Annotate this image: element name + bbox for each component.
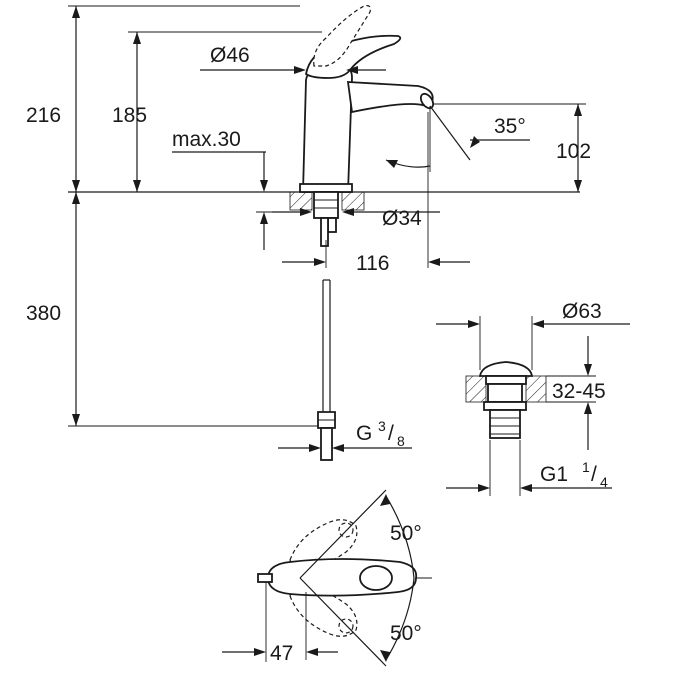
dim-63-arrow-right — [532, 320, 544, 328]
hose-end — [320, 427, 333, 461]
dim-47-arrow-left — [254, 648, 266, 656]
dim-47-arrow-right — [306, 648, 318, 656]
waste-slab-left — [465, 375, 487, 403]
dim-102-label: 102 — [556, 140, 591, 163]
waste-nut — [483, 401, 527, 411]
dim-g38-den: 8 — [397, 433, 405, 449]
dim-102-arrow-top — [574, 104, 582, 116]
waste-thread — [489, 409, 521, 439]
dim-3245-arrow-bottom — [584, 402, 592, 414]
dim-max30-arrow-top — [260, 180, 268, 192]
waste-flange — [485, 375, 527, 385]
dim-g38-label: G — [356, 422, 372, 445]
mounting-stud — [327, 217, 337, 233]
dim-46-arrow-left — [294, 66, 306, 74]
dim-50-upper-arc — [385, 495, 415, 579]
dim-185-label: 185 — [112, 104, 147, 127]
lever-grip — [359, 565, 393, 591]
dim-50-lower-label: 50° — [390, 622, 422, 645]
dim-3245-label: 32-45 — [552, 380, 606, 403]
dim-102-arrow-bottom — [574, 180, 582, 192]
dim-35-arrow — [470, 136, 480, 148]
dim-35-arc-arrow — [386, 160, 398, 168]
dim-g114-slash: / — [591, 463, 597, 486]
dim-g114-arrow-right — [520, 484, 532, 492]
dim-216-arrow-top — [72, 6, 80, 18]
dim-380-arrow-bottom — [72, 414, 80, 426]
shank — [313, 191, 339, 219]
dim-63-label: Ø63 — [562, 300, 602, 323]
dim-3245-arrow-top — [584, 364, 592, 376]
dim-216-arrow-bottom — [72, 180, 80, 192]
dim-216-label: 216 — [26, 104, 61, 127]
dim-116-label: 116 — [356, 252, 389, 275]
dim-g114-label: G1 — [540, 463, 568, 486]
dim-35-label: 35° — [494, 115, 526, 138]
dim-50-lower-arrow — [380, 650, 390, 662]
dim-g114-arrow-left — [478, 484, 490, 492]
dim-380-label: 380 — [26, 302, 61, 325]
counter-slab-right — [341, 191, 365, 211]
dim-g38-arrow-right — [332, 444, 344, 452]
dim-46-label: Ø46 — [210, 44, 250, 67]
dim-47-label: 47 — [270, 642, 293, 665]
dim-63-arrow-left — [468, 320, 480, 328]
hose-connector — [320, 217, 329, 247]
dim-116-arrow-right — [428, 258, 440, 266]
dim-46-arrow-right — [346, 66, 358, 74]
dim-185-arrow-bottom — [133, 180, 141, 192]
side-view: 216 185 Ø46 max.30 35° 102 — [26, 5, 591, 461]
faucet-base — [299, 183, 353, 193]
dim-g114-den: 4 — [600, 474, 608, 490]
dim-50-upper-arrow — [380, 494, 390, 506]
dim-34-arrow-left — [300, 208, 312, 216]
dim-50-upper-label: 50° — [390, 522, 422, 545]
top-view: 50° 50° 47 — [222, 489, 432, 667]
lever-top-view — [267, 558, 418, 597]
handle-lever-raised — [313, 5, 371, 67]
dim-g114-num: 1 — [582, 459, 590, 475]
waste-valve-view: Ø63 32-45 G1 1 / 4 — [436, 300, 630, 496]
dim-185-arrow-top — [133, 32, 141, 44]
counter-slab-left — [289, 191, 313, 211]
dim-g38-slash: / — [388, 422, 394, 445]
waste-body — [487, 383, 523, 403]
dim-380-arrow-top — [72, 192, 80, 204]
waste-plug-head — [478, 361, 534, 377]
faucet-body — [302, 65, 353, 193]
lever-stem — [257, 573, 273, 583]
waste-slab-right — [525, 375, 547, 403]
dim-35-ray — [429, 105, 471, 161]
dim-34-label: Ø34 — [382, 207, 422, 230]
dim-g38-arrow-left — [309, 444, 321, 452]
dim-116-arrow-left — [314, 258, 326, 266]
dim-max30-arrow-bottom — [260, 212, 268, 224]
dim-34-arrow-right — [342, 208, 354, 216]
dim-50-upper-ray — [299, 489, 387, 579]
dim-max30-label: max.30 — [172, 128, 241, 151]
dim-50-lower-arc — [385, 577, 415, 661]
dim-g38-num: 3 — [378, 418, 386, 434]
dim-50-lower-ray — [299, 577, 387, 667]
